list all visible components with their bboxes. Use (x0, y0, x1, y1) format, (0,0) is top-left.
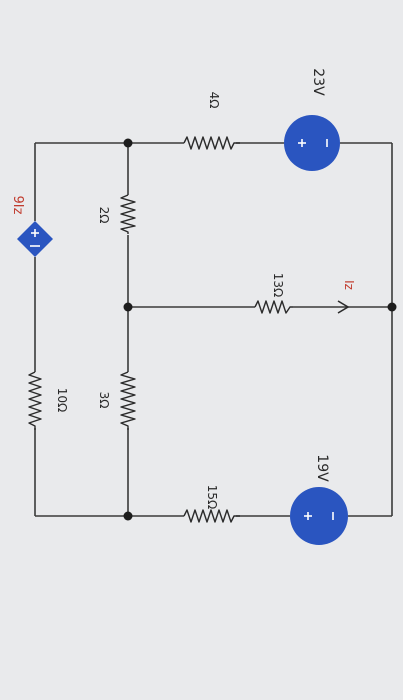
resistor-3-ohm (120, 371, 136, 430)
label-dependent-source: 9Iz (10, 196, 25, 215)
junction-nodes (123, 138, 397, 521)
resistor-15-ohm (183, 509, 240, 523)
voltage-source-23v (284, 115, 340, 171)
resistor-4-ohm (183, 136, 240, 150)
resistor-2-ohm (120, 194, 136, 234)
label-r-15: 15Ω (205, 485, 219, 509)
label-r-3: 3Ω (97, 392, 111, 409)
resistor-13-ohm (254, 300, 293, 314)
current-arrow (337, 300, 350, 314)
voltage-source-19v (290, 487, 348, 545)
label-r-13: 13Ω (271, 273, 285, 297)
label-current-iz: Iz (342, 280, 356, 290)
resistor-10-ohm (28, 371, 42, 430)
label-r-4: 4Ω (207, 92, 221, 109)
label-v-19: 19V (314, 454, 330, 482)
label-r-10: 10Ω (55, 388, 69, 412)
label-v-23: 23V (310, 68, 326, 96)
wires (34, 142, 393, 517)
label-r-2: 2Ω (97, 207, 111, 224)
dependent-voltage-source (17, 221, 53, 257)
